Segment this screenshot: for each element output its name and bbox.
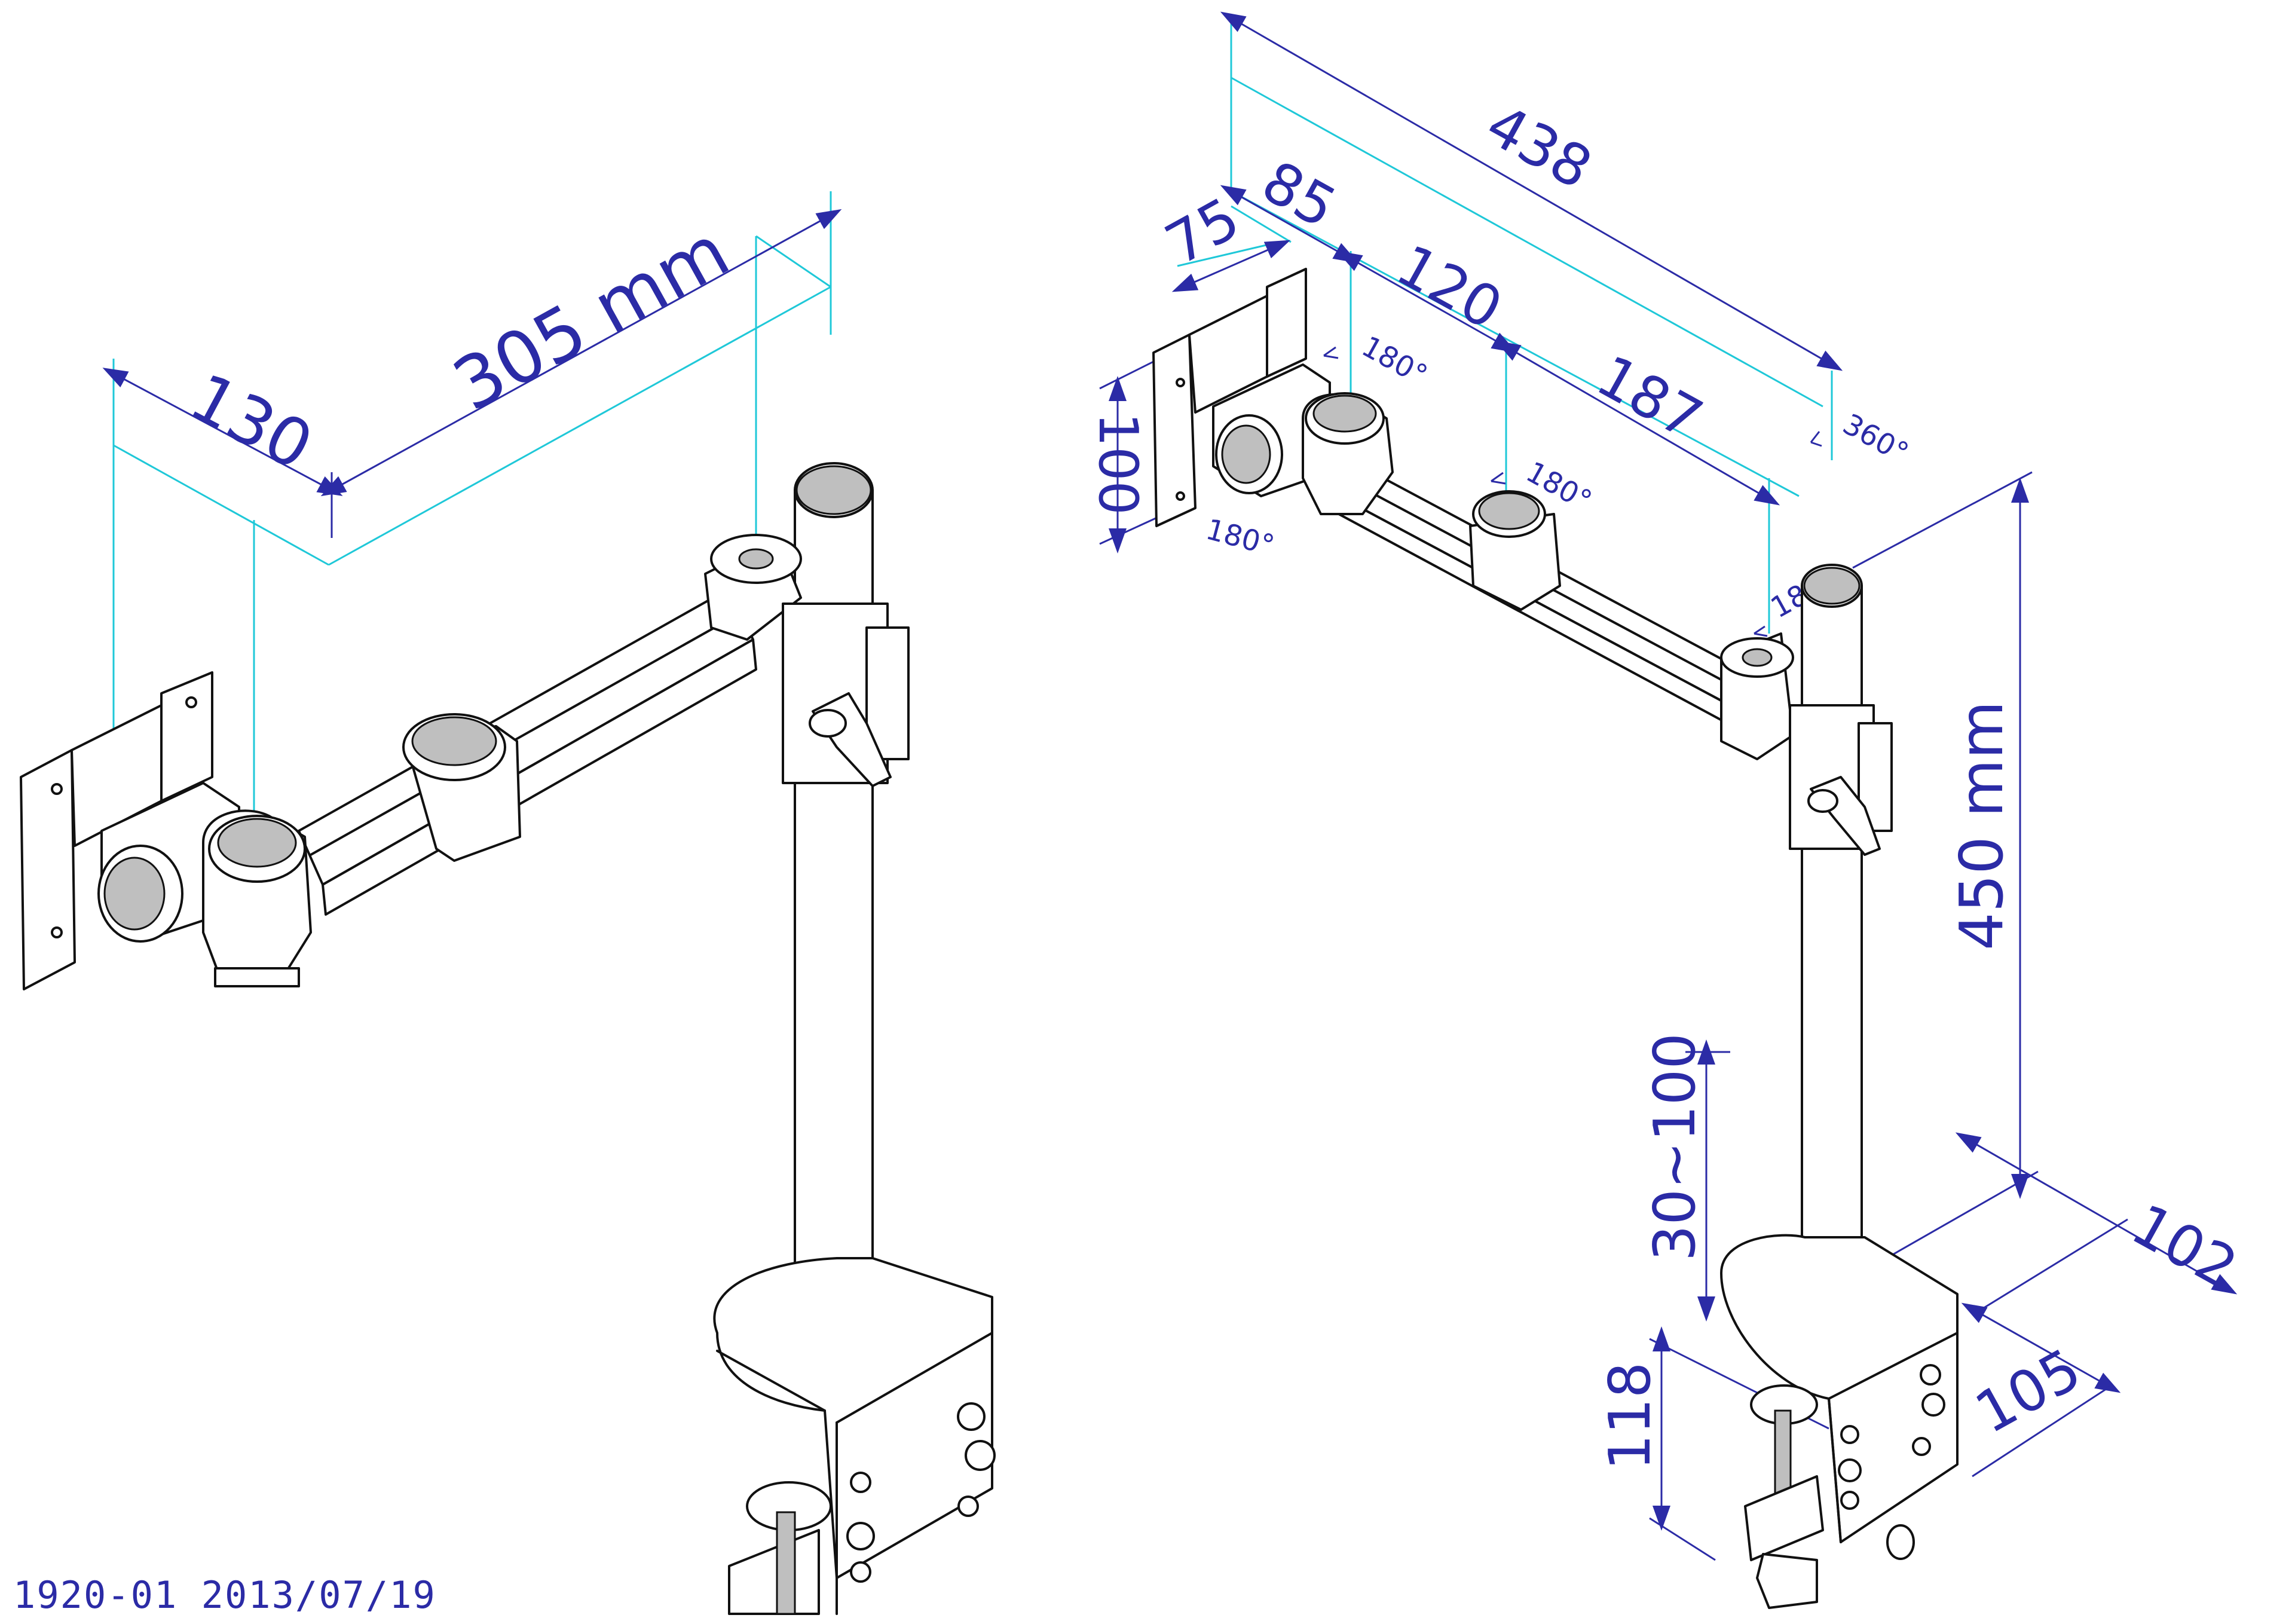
left-vesa-plate <box>20 671 213 990</box>
dim-30-100: 30~100 <box>1642 1033 1708 1261</box>
rotation-360-label: 360° <box>1837 408 1914 470</box>
dim-120: 120 <box>1386 233 1513 342</box>
right-desk-clamp <box>1720 1234 1959 1609</box>
right-pole <box>1801 564 1863 1322</box>
left-desk-clamp <box>713 1257 996 1615</box>
drawing-id-date: 1920-01 2013/07/19 <box>13 1573 436 1617</box>
dim-130: 130 <box>178 359 325 485</box>
right-tilt-head <box>1212 363 1394 515</box>
dim-438: 438 <box>1476 92 1602 202</box>
dim-305mm: 305 mm <box>440 210 743 427</box>
left-arm <box>298 534 910 916</box>
right-vesa-plate <box>1152 268 1307 527</box>
dim-105: 105 <box>1965 1336 2092 1446</box>
dim-187: 187 <box>1586 343 1713 453</box>
rotation-180-label-b: 180° <box>1202 512 1278 562</box>
right-dimension-lines <box>1099 11 2238 1561</box>
rotation-180-label-a: 180° <box>1356 330 1433 393</box>
right-monitor-arm: 438 85 75 120 187 100 450 mm 30~100 118 … <box>1087 11 2248 1609</box>
right-arm <box>1338 453 1893 856</box>
left-monitor-arm: 130 305 mm <box>20 191 996 1615</box>
dim-102: 102 <box>2121 1192 2248 1302</box>
left-tilt-head <box>97 782 312 987</box>
left-dimension-lines <box>102 209 842 538</box>
dim-100: 100 <box>1087 412 1149 515</box>
dim-118: 118 <box>1598 1362 1663 1470</box>
left-pole <box>794 462 874 1352</box>
dim-450mm: 450 mm <box>1947 701 2016 950</box>
